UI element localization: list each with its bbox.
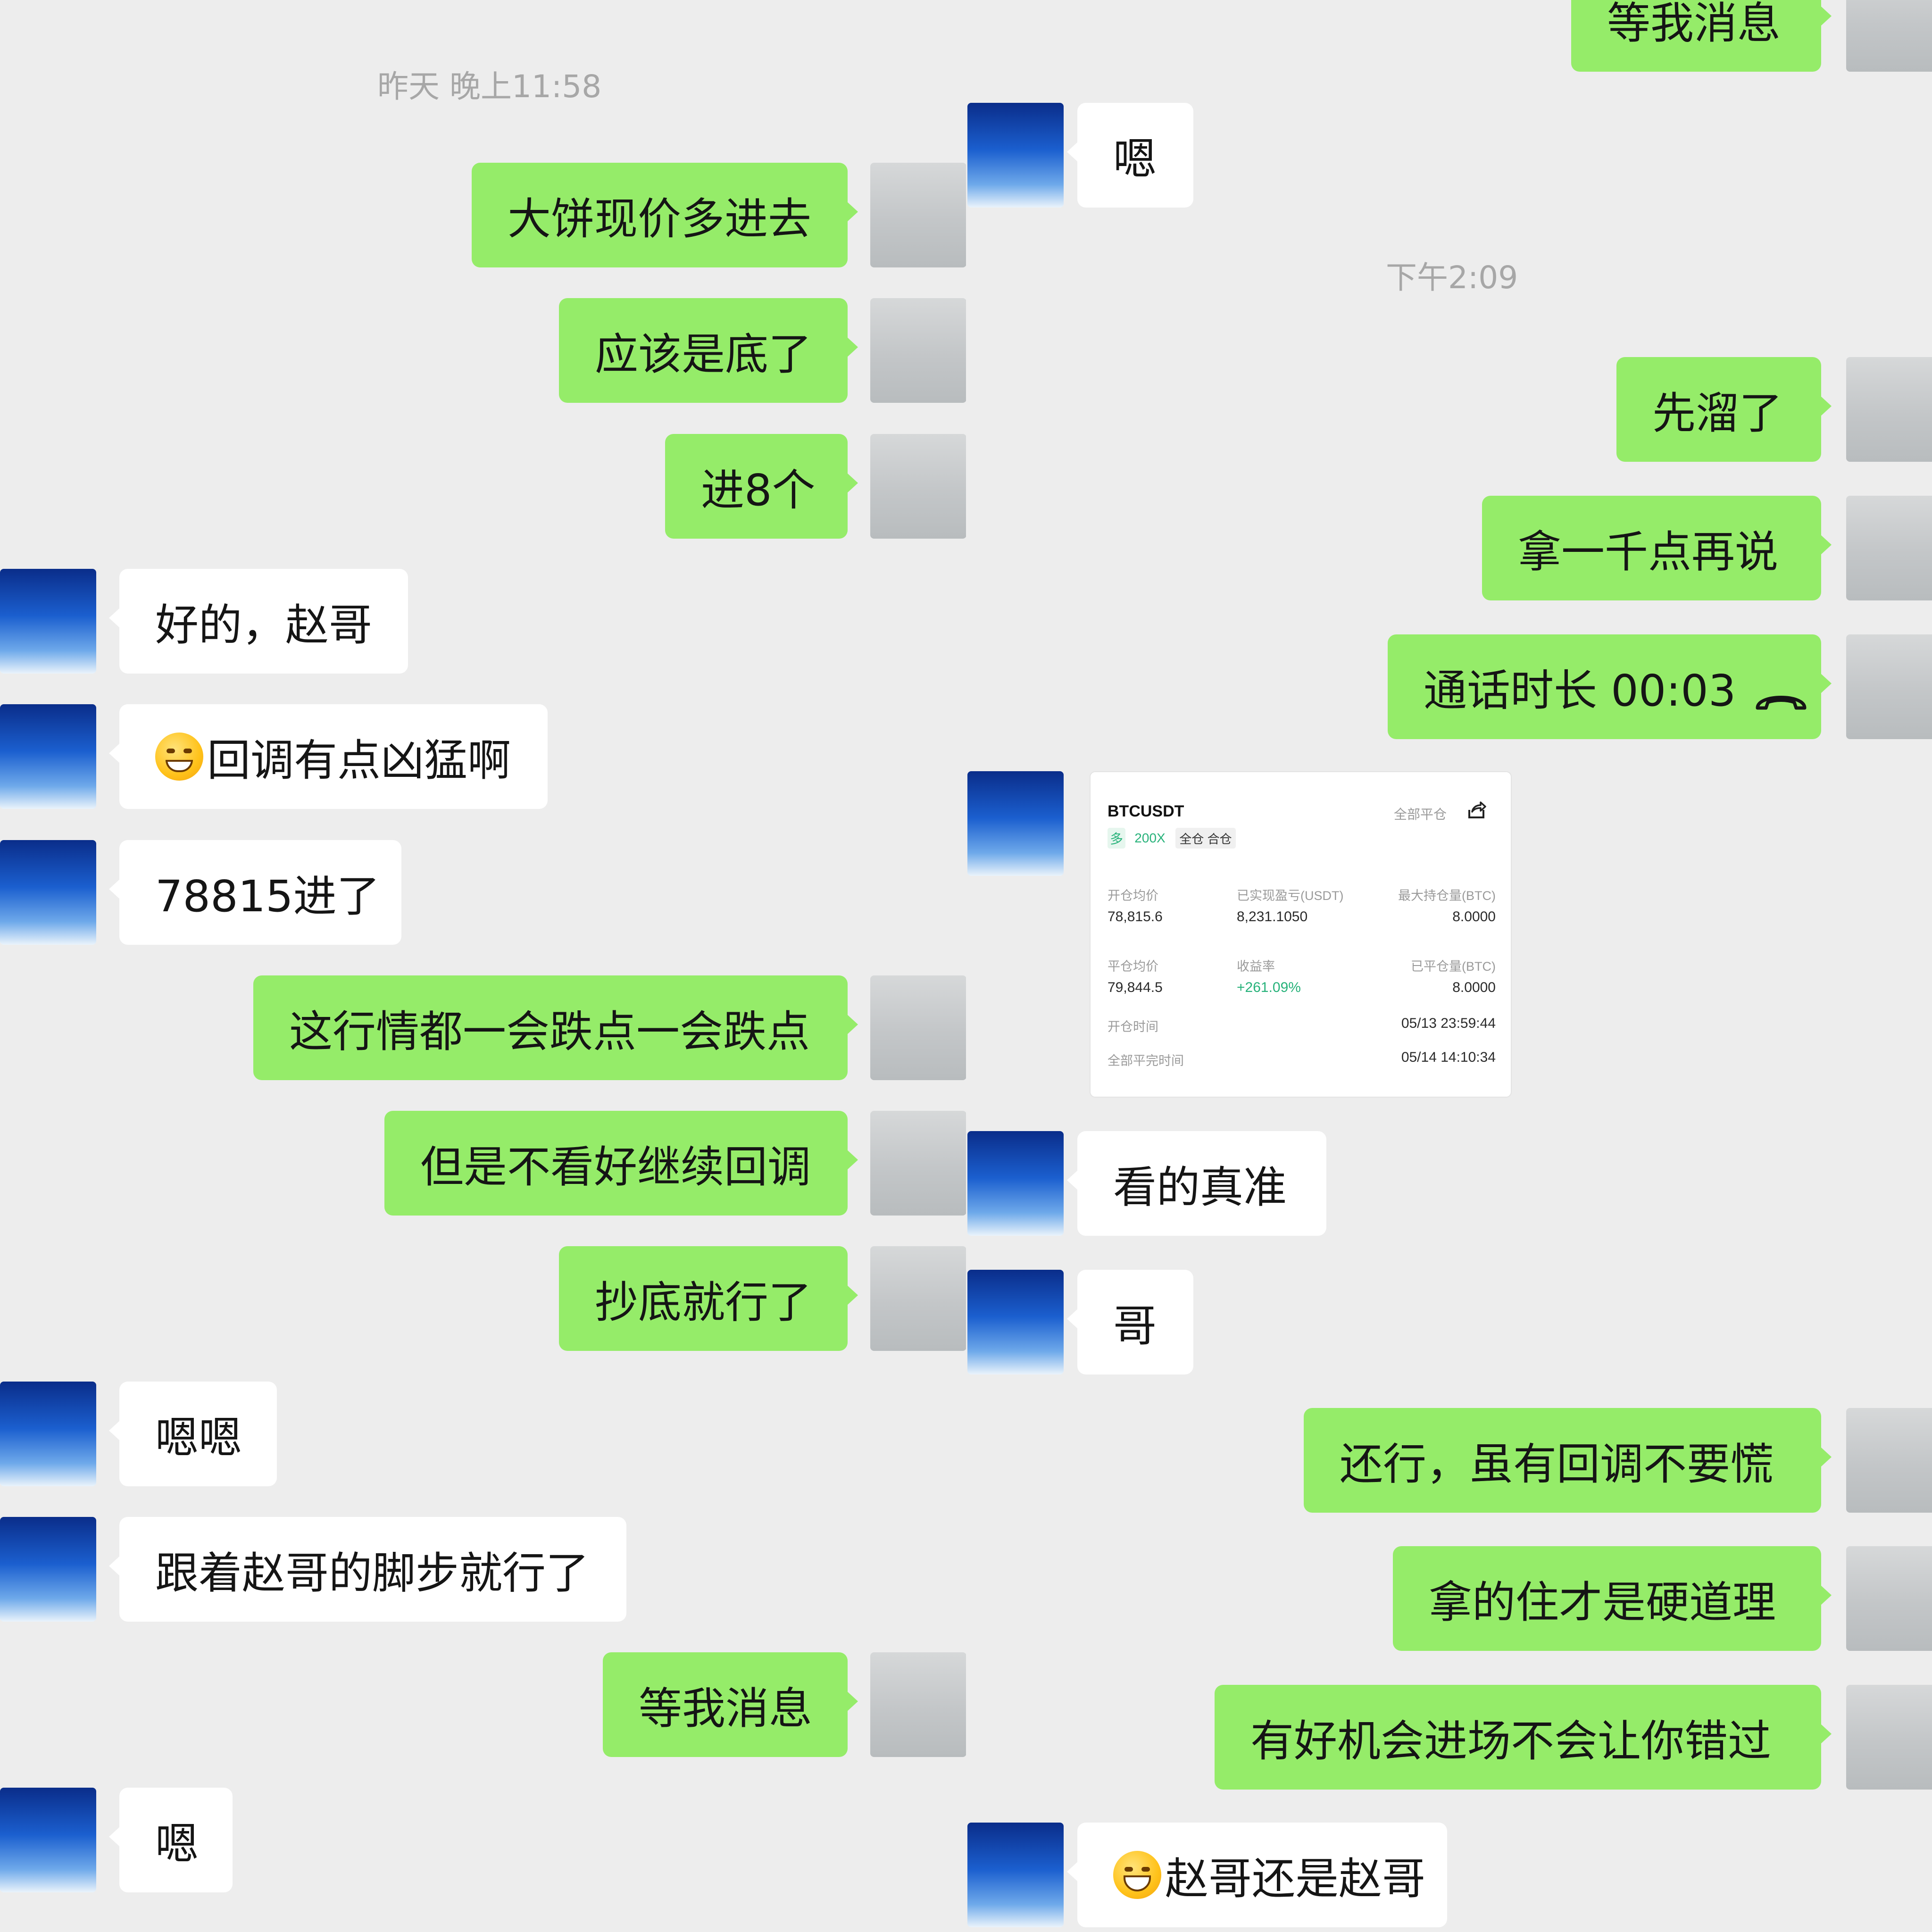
max-position-label: 最大持仓量(BTC) bbox=[1398, 889, 1496, 903]
message-bubble-sent[interactable]: 抄底就行了 bbox=[559, 1246, 858, 1351]
share-icon[interactable] bbox=[1466, 799, 1487, 824]
close-avg-value: 79,844.5 bbox=[1108, 980, 1163, 995]
timestamp: 昨天 晚上11:58 bbox=[377, 68, 602, 105]
avatar-contact[interactable] bbox=[0, 1788, 96, 1892]
avatar-self[interactable] bbox=[870, 975, 966, 1080]
return-rate-label: 收益率 bbox=[1237, 959, 1275, 974]
avatar-self[interactable] bbox=[870, 298, 966, 403]
call-record-bubble[interactable]: 通话时长 00:03 bbox=[1388, 634, 1832, 739]
avatar-self[interactable] bbox=[1846, 634, 1932, 739]
avatar-self[interactable] bbox=[1846, 496, 1932, 600]
close-avg-label: 平仓均价 bbox=[1108, 959, 1158, 974]
message-bubble-received[interactable]: 看的真准 bbox=[1067, 1131, 1326, 1236]
right-chat-panel: 等我消息 嗯 下午2:09 先溜了 拿一千点再说 通话时长 00:03 BTCU… bbox=[966, 0, 1932, 1932]
avatar-contact[interactable] bbox=[967, 1823, 1064, 1927]
message-bubble-sent[interactable]: 等我消息 bbox=[1571, 0, 1832, 72]
avatar-contact[interactable] bbox=[0, 1517, 96, 1622]
avatar-self[interactable] bbox=[1846, 1685, 1932, 1790]
closed-qty-label: 已平仓量(BTC) bbox=[1411, 959, 1496, 974]
avatar-contact[interactable] bbox=[0, 569, 96, 674]
message-bubble-sent[interactable]: 大饼现价多进去 bbox=[472, 163, 858, 267]
call-ended-icon bbox=[1755, 674, 1807, 710]
left-chat-panel: 昨天 晚上11:58 大饼现价多进去 应该是底了 进8个 好的，赵哥 回调有点凶… bbox=[0, 68, 966, 1892]
avatar-contact[interactable] bbox=[0, 704, 96, 809]
message-bubble-received[interactable]: 78815进了 bbox=[109, 840, 401, 945]
avatar-contact[interactable] bbox=[967, 103, 1064, 208]
max-position-value: 8.0000 bbox=[1452, 909, 1496, 924]
avatar-self[interactable] bbox=[1846, 0, 1932, 72]
avatar-self[interactable] bbox=[870, 1246, 966, 1351]
closed-qty-value: 8.0000 bbox=[1452, 980, 1496, 995]
message-bubble-sent[interactable]: 还行，虽有回调不要慌 bbox=[1304, 1408, 1832, 1513]
close-time-value: 05/14 14:10:34 bbox=[1401, 1049, 1496, 1065]
message-bubble-received[interactable]: 回调有点凶猛啊 bbox=[109, 704, 548, 809]
open-time-value: 05/13 23:59:44 bbox=[1401, 1016, 1496, 1031]
message-bubble-sent[interactable]: 进8个 bbox=[665, 434, 858, 539]
avatar-contact[interactable] bbox=[967, 1270, 1064, 1374]
message-bubble-sent[interactable]: 有好机会进场不会让你错过 bbox=[1215, 1685, 1832, 1790]
return-rate-value: +261.09% bbox=[1237, 980, 1301, 995]
avatar-self[interactable] bbox=[870, 1111, 966, 1216]
avatar-self[interactable] bbox=[1846, 1546, 1932, 1651]
grinning-face-emoji bbox=[1113, 1851, 1161, 1899]
message-bubble-sent[interactable]: 这行情都一会跌点一会跌点 bbox=[253, 975, 858, 1080]
message-bubble-sent[interactable]: 拿一千点再说 bbox=[1482, 496, 1832, 600]
message-bubble-received[interactable]: 嗯嗯 bbox=[109, 1382, 277, 1486]
open-avg-label: 开仓均价 bbox=[1108, 889, 1158, 903]
message-bubble-sent[interactable]: 先溜了 bbox=[1616, 357, 1832, 462]
message-bubble-received[interactable]: 哥 bbox=[1067, 1270, 1193, 1374]
symbol-label: BTCUSDT bbox=[1108, 802, 1184, 820]
margin-mode-tag: 全仓 合仓 bbox=[1175, 828, 1236, 849]
trade-result-card[interactable]: BTCUSDT 全部平仓 多 200X 全仓 合仓 开仓均价 78,815.6 … bbox=[1090, 771, 1512, 1098]
avatar-contact[interactable] bbox=[0, 1382, 96, 1486]
avatar-self[interactable] bbox=[870, 1652, 966, 1757]
message-bubble-sent[interactable]: 应该是底了 bbox=[559, 298, 858, 403]
realized-pnl-value: 8,231.1050 bbox=[1237, 909, 1308, 924]
timestamp: 下午2:09 bbox=[1386, 259, 1518, 296]
avatar-self[interactable] bbox=[1846, 1408, 1932, 1513]
avatar-contact[interactable] bbox=[0, 840, 96, 945]
avatar-self[interactable] bbox=[870, 434, 966, 539]
message-bubble-received[interactable]: 跟着赵哥的脚步就行了 bbox=[109, 1517, 626, 1622]
realized-pnl-label: 已实现盈亏(USDT) bbox=[1237, 889, 1344, 903]
open-time-label: 开仓时间 bbox=[1108, 1020, 1158, 1034]
avatar-self[interactable] bbox=[870, 163, 966, 267]
close-time-label: 全部平完时间 bbox=[1108, 1054, 1184, 1068]
message-bubble-received[interactable]: 嗯 bbox=[109, 1788, 233, 1892]
direction-tag: 多 bbox=[1108, 828, 1125, 849]
message-bubble-sent[interactable]: 等我消息 bbox=[603, 1652, 858, 1757]
message-bubble-sent[interactable]: 拿的住才是硬道理 bbox=[1393, 1546, 1832, 1651]
avatar-self[interactable] bbox=[1846, 357, 1932, 462]
message-bubble-sent[interactable]: 但是不看好继续回调 bbox=[384, 1111, 858, 1216]
leverage-tag: 200X bbox=[1134, 831, 1166, 845]
message-bubble-received[interactable]: 好的，赵哥 bbox=[109, 569, 408, 674]
close-all-link[interactable]: 全部平仓 bbox=[1394, 807, 1447, 822]
message-bubble-received[interactable]: 赵哥还是赵哥 bbox=[1067, 1823, 1447, 1927]
weary-face-emoji bbox=[155, 733, 203, 781]
open-avg-value: 78,815.6 bbox=[1108, 909, 1163, 924]
avatar-contact[interactable] bbox=[967, 1131, 1064, 1236]
avatar-contact[interactable] bbox=[967, 771, 1064, 876]
message-bubble-received[interactable]: 嗯 bbox=[1067, 103, 1193, 208]
